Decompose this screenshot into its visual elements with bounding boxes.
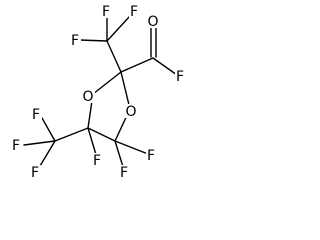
svg-text:F: F [32,107,40,123]
atom-f-ring-c5: F [92,153,103,169]
atom-f-acyl: F [175,69,186,85]
svg-text:O: O [82,89,93,105]
svg-text:F: F [93,153,101,169]
atom-f-cf3-top-left: F [70,33,81,49]
bond-c5-ccf3-left [54,127,89,142]
bond-c2-o3 [120,71,131,110]
bond-c5-c4 [87,127,116,142]
svg-text:O: O [125,104,136,120]
svg-text:F: F [31,165,39,181]
atom-f-cf3-top-mid: F [101,4,112,20]
svg-text:F: F [130,4,138,20]
atom-o-ring-right: O [125,104,138,120]
bond-cf3-left-f-mid [23,140,56,146]
svg-text:F: F [147,148,155,164]
atom-f-ring-c4-bottom: F [119,165,130,181]
bond-cf3-left-f-top [41,117,56,142]
atom-f-cf3-left-bottom: F [30,165,41,181]
bond-cacyl-f [152,57,178,76]
bond-c2-cacyl [120,57,154,73]
svg-text:F: F [71,33,79,49]
atom-o-ring-left: O [82,89,95,105]
svg-text:F: F [120,165,128,181]
bond-cf3-left-f-bottom [39,140,56,167]
bond-cf3-top-f-left [79,39,108,42]
atom-labels: F F F O F O O F [11,4,186,181]
bond-c2-ccf3-top [106,40,122,73]
atom-o-carbonyl: O [147,14,160,30]
svg-text:F: F [176,69,184,85]
bond-c4-f-right [114,140,149,155]
svg-text:O: O [147,14,158,30]
atom-f-cf3-top-right: F [129,4,140,20]
svg-text:F: F [12,138,20,154]
bond-c2-o1 [92,71,122,95]
structural-formula-diagram: F F F O F O O F [11,4,186,181]
atom-f-cf3-left-top: F [31,107,42,123]
bonds [23,11,178,171]
svg-text:F: F [102,4,110,20]
atom-f-ring-c4-right: F [146,148,157,164]
bond-cf3-top-f-right [106,15,131,42]
atom-f-cf3-left-mid: F [11,138,22,154]
